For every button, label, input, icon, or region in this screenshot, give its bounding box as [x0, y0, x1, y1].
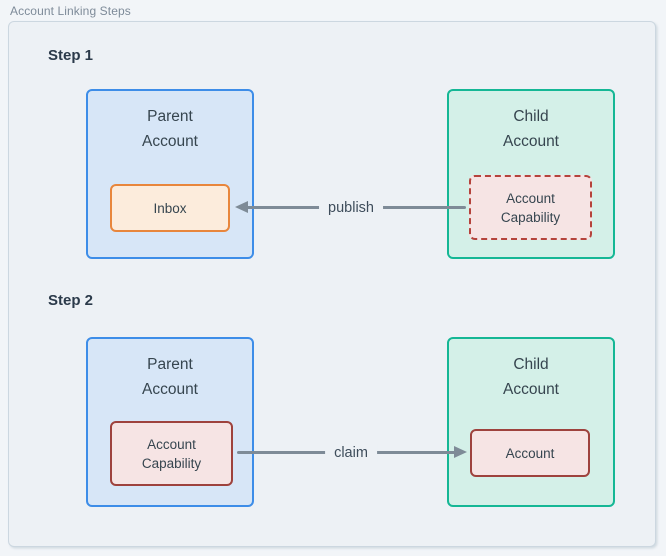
step1-parent-account-box: Parent Account Inbox [86, 89, 254, 259]
step2-account-label: Account [505, 445, 555, 461]
step-1-heading: Step 1 [48, 47, 94, 64]
publish-arrow-left-arrowhead-icon [235, 201, 248, 213]
step1-account-capability-label: Account Capability [500, 190, 561, 225]
step2-account-capability-box: Account Capability [110, 421, 233, 486]
step1-account-capability-box: Account Capability [469, 175, 592, 240]
claim-arrow-label: claim [325, 444, 377, 462]
step2-account-capability-label: Account Capability [141, 436, 202, 471]
publish-arrow-label: publish [319, 199, 383, 217]
step2-account-box: Account [470, 429, 590, 477]
step1-inbox-label: Inbox [153, 200, 187, 216]
step1-child-account-title: Child Account [502, 108, 559, 150]
step2-parent-account-title: Parent Account [141, 356, 198, 398]
step2-child-account-title: Child Account [502, 356, 559, 398]
step1-child-account-box: Child Account Account Capability [447, 89, 615, 259]
step-2-heading: Step 2 [48, 292, 94, 309]
claim-arrow-right-arrowhead-icon [454, 446, 467, 458]
step2-parent-account-box: Parent Account Account Capability [86, 337, 254, 507]
step1-inbox-box: Inbox [110, 184, 230, 232]
step1-parent-account-title: Parent Account [141, 108, 198, 150]
diagram-title: Account Linking Steps [10, 4, 131, 18]
step2-child-account-box: Child Account Account [447, 337, 615, 507]
